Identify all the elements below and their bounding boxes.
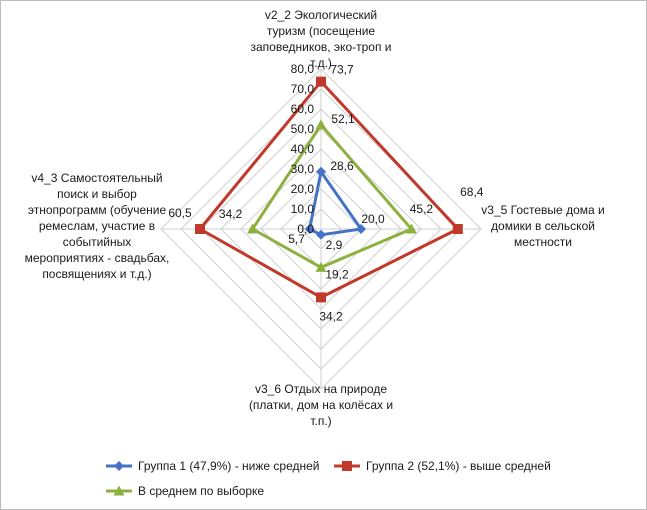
category-label-line: поиск и выбор: [57, 187, 137, 201]
data-label: 52,1: [331, 112, 355, 126]
axis-tick-label: 0,0: [297, 222, 314, 236]
data-label: 60,5: [168, 206, 192, 220]
data-point-triangle: [247, 223, 259, 234]
legend-label: Группа 1 (47,9%) - ниже средней: [138, 459, 320, 473]
category-label-line: ремеслам, участие в: [39, 219, 155, 233]
axis-tick-label: 40,0: [291, 142, 315, 156]
axis-tick-label: 10,0: [291, 202, 315, 216]
data-label: 5,7: [288, 232, 305, 246]
category-label: v3_5 Гостевые дома и домики в сельской мес…: [481, 203, 604, 249]
data-point-triangle: [315, 261, 327, 272]
category-label-line: посвящениях и т.д.): [42, 267, 151, 281]
data-point-square: [316, 292, 326, 303]
radar-grid: [160, 68, 482, 390]
data-label: 68,4: [460, 185, 484, 199]
category-label: v3_6 Отдых на природе (платки, дом на кол…: [249, 382, 393, 428]
axis-tick-label: 80,0: [291, 62, 315, 76]
data-point-triangle: [113, 485, 125, 496]
data-point-square: [452, 224, 463, 234]
axis-tick-label: 50,0: [291, 122, 315, 136]
series-1: [304, 166, 366, 240]
axis-tick-label: 30,0: [291, 162, 315, 176]
series-3: [247, 119, 417, 272]
axis-tick-label: 70,0: [291, 82, 315, 96]
category-label-line: событийных: [63, 235, 131, 249]
category-label-line: мероприятиях - свадьбах,: [25, 251, 170, 265]
radial-axis-ticks: 0,0 10,0 20,0 30,0 40,0 50,0 60,0 70,0 80,0: [291, 62, 315, 236]
legend-item-1: Группа 1 (47,9%) - ниже средней: [106, 459, 320, 473]
data-point-square: [195, 224, 205, 234]
series-2: [195, 76, 463, 303]
data-label: 28,6: [330, 159, 354, 173]
axis-tick-label: 60,0: [291, 102, 315, 116]
category-label-line: v2_2 Экологический: [265, 8, 377, 22]
category-label-line: туризм (посещение: [267, 24, 376, 38]
data-label: 45,2: [410, 202, 434, 216]
category-label-line: v3_5 Гостевые дома и: [481, 203, 604, 217]
data-label: 2,9: [326, 238, 343, 252]
category-label: v4_3 Самостоятельный поиск и выбор этнопро…: [25, 171, 170, 281]
data-point-diamond: [304, 224, 315, 234]
legend: Группа 1 (47,9%) - ниже средней Группа 2 …: [106, 459, 551, 498]
category-label-line: т.п.): [310, 414, 331, 428]
category-label-line: заповедников, эко-троп и: [251, 40, 392, 54]
data-labels: 28,6 20,0 2,9 5,7 73,7 68,4 34,2 60,5 52,1 45,2 19…: [168, 63, 483, 324]
legend-label: В среднем по выборке: [138, 484, 264, 498]
data-label: 34,2: [319, 309, 343, 323]
category-label-line: (платки, дом на колёсах и: [249, 398, 393, 412]
category-labels: v2_2 Экологический туризм (посещение запов…: [25, 8, 605, 428]
legend-item-2: Группа 2 (52,1%) - выше средней: [334, 459, 551, 473]
category-label-line: домики в сельской: [491, 219, 595, 233]
category-label-line: т.д.): [310, 56, 332, 70]
legend-item-3: В среднем по выборке: [106, 484, 264, 498]
data-point-triangle: [315, 119, 327, 130]
radar-series: [195, 76, 463, 303]
data-point-diamond: [356, 224, 366, 234]
category-label: v2_2 Экологический туризм (посещение запов…: [251, 8, 392, 70]
data-point-triangle: [405, 223, 417, 234]
axis-tick-label: 20,0: [291, 182, 315, 196]
data-point-diamond: [114, 461, 124, 471]
data-point-square: [342, 461, 352, 471]
legend-label: Группа 2 (52,1%) - выше средней: [366, 459, 551, 473]
data-label: 73,7: [330, 63, 354, 77]
data-label: 19,2: [325, 267, 349, 281]
data-point-diamond: [316, 229, 326, 240]
data-point-square: [316, 76, 326, 87]
category-label-line: v4_3 Самостоятельный: [31, 171, 162, 185]
data-label: 34,2: [219, 207, 243, 221]
category-label-line: местности: [514, 235, 572, 249]
data-label: 20,0: [361, 212, 385, 226]
data-point-diamond: [316, 166, 326, 177]
category-label-line: этнопрограмм (обучение: [28, 203, 167, 217]
category-label-line: v3_6 Отдых на природе: [255, 382, 387, 396]
